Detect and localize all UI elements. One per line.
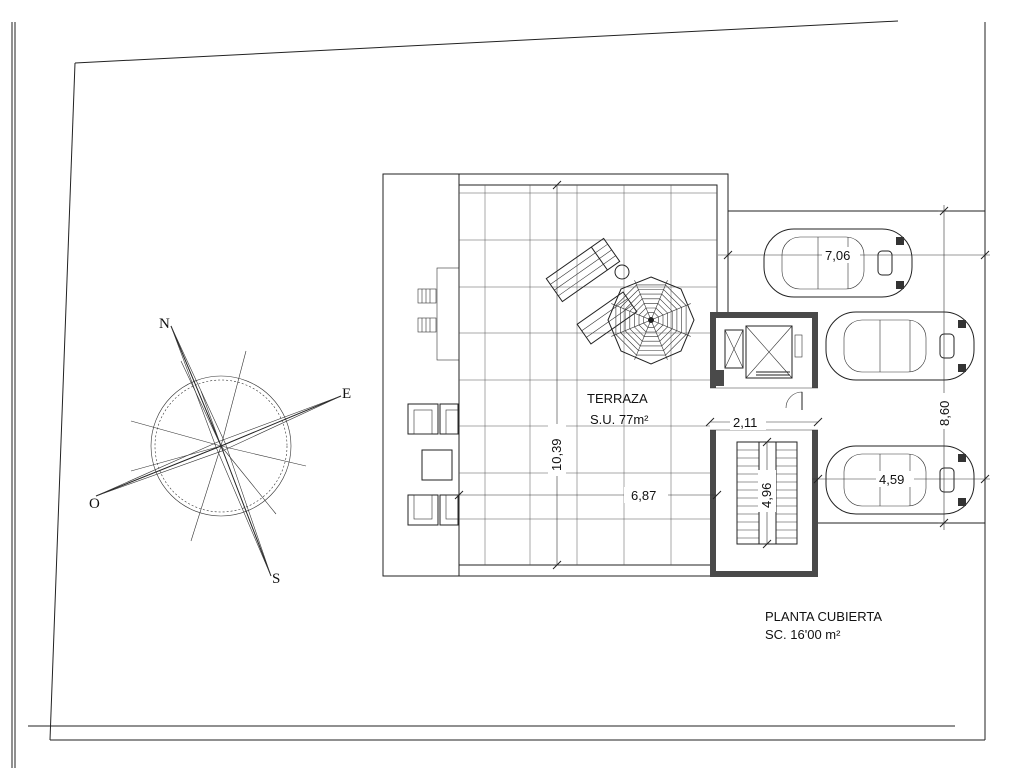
armchair-icon xyxy=(417,317,437,333)
sun-lounger-icon xyxy=(545,237,621,303)
dim-terrace-height: 10,39 xyxy=(549,438,564,471)
armchair-icon xyxy=(407,494,439,526)
dim-stair-length: 4,96 xyxy=(759,483,774,508)
coffee-table xyxy=(421,449,453,481)
plot-boundary xyxy=(11,20,986,768)
terrace-name: TERRAZA xyxy=(587,391,648,406)
armchair-icon xyxy=(417,288,437,304)
plan-title: PLANTA CUBIERTA xyxy=(765,609,882,624)
terrace-tile-grid xyxy=(459,185,717,565)
armchair-icon xyxy=(439,494,459,526)
sun-lounger-icon xyxy=(576,291,638,345)
armchair-icon xyxy=(439,403,459,435)
lounge-set xyxy=(407,403,459,526)
elevator-shaft xyxy=(716,325,803,386)
terrace-area: S.U. 77m² xyxy=(590,412,649,427)
dim-parking-bottom: 4,59 xyxy=(879,472,904,487)
compass-west: O xyxy=(89,496,100,512)
door-swing xyxy=(785,391,803,410)
car-icon xyxy=(825,311,975,381)
compass-south: S xyxy=(272,571,280,587)
compass-north: N xyxy=(159,316,170,332)
dim-terrace-width: 6,87 xyxy=(631,488,656,503)
car-icon xyxy=(763,228,913,298)
terrace xyxy=(382,173,729,577)
compass-east: E xyxy=(342,386,351,402)
armchair-icon xyxy=(407,403,439,435)
parasol-icon xyxy=(607,276,695,365)
dim-landing-width: 2,11 xyxy=(733,415,757,430)
side-table xyxy=(614,264,630,280)
plan-area: SC. 16'00 m² xyxy=(765,627,841,642)
dim-parking-height: 8,60 xyxy=(937,401,952,426)
outdoor-bench xyxy=(417,267,460,361)
dim-parking-top: 7,06 xyxy=(825,248,850,263)
compass-rose-icon: N E S O xyxy=(89,316,351,587)
